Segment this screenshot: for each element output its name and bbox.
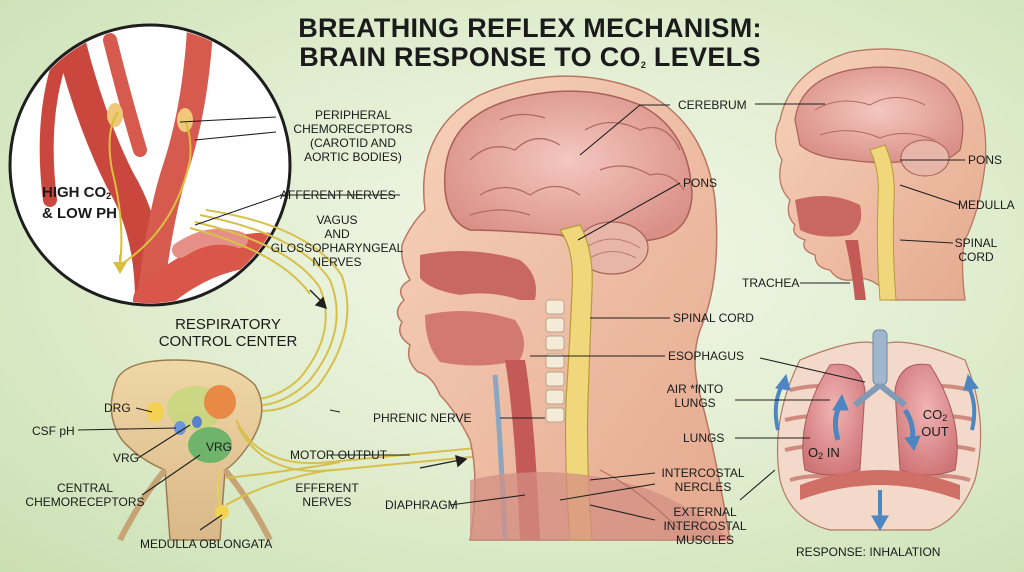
afferent-nerves-label: AFFERENT NERVES — [280, 188, 396, 202]
spinal-cord-label-right: SPINAL CORD — [948, 236, 1004, 264]
high-co2-subscript: 2 — [106, 191, 112, 201]
medulla-oblongata-label: MEDULLA OBLONGATA — [140, 537, 273, 551]
trachea-label: TRACHEA — [742, 276, 800, 290]
lungs-label: LUNGS — [683, 431, 725, 445]
efferent-line-1: EFFERENT — [295, 481, 359, 495]
phrenic-nerve-label: PHRENIC NERVE — [373, 411, 472, 425]
intercostal-nercles-label: INTERCOSTAL NERCLES — [658, 466, 748, 494]
o2-subscript: 2 — [818, 451, 824, 461]
co2-subscript: 2 — [942, 413, 948, 423]
peripheral-chemoreceptors-label: PERIPHERAL CHEMORECEPTORS (CAROTID AND A… — [278, 108, 428, 164]
respiratory-control-center-label: RESPIRATORY CONTROL CENTER — [148, 316, 308, 350]
air-into-lungs-label: AIR *INTO LUNGS — [655, 382, 735, 410]
flow-arrows — [309, 289, 468, 469]
high-co2-line: HIGH CO2 — [42, 184, 117, 205]
co2-text: CO — [922, 407, 943, 422]
title-line-1: BREATHING REFLEX MECHANISM: — [298, 13, 762, 43]
response-inhalation-label: RESPONSE: INHALATION — [796, 545, 941, 559]
title-line-2-suffix: LEVELS — [646, 42, 761, 72]
intercostal-line-2: NERCLES — [674, 480, 732, 494]
external-line-2: INTERCOSTAL — [663, 519, 747, 533]
o2-text: O — [808, 445, 819, 460]
vrg-label-left: VRG — [113, 451, 140, 465]
afferent-nerve-bundle — [189, 209, 349, 412]
pons-label-right: PONS — [968, 153, 1003, 167]
diaphragm-label: DIAPHRAGM — [385, 498, 458, 512]
efferent-nerves-label: EFFERENT NERVES — [282, 481, 372, 509]
cerebrum-label: CEREBRUM — [678, 98, 747, 112]
rcc-line-2: CONTROL CENTER — [158, 333, 298, 350]
peripheral-line-4: AORTIC BODIES) — [304, 150, 402, 164]
out-text: OUT — [921, 424, 949, 439]
title-line-2: BRAIN RESPONSE TO CO2 LEVELS — [250, 43, 810, 80]
medulla-label-right: MEDULLA — [958, 198, 1015, 212]
central-line-2: CHEMORECEPTORS — [25, 495, 145, 509]
csf-ph-label: CSF pH — [32, 424, 75, 438]
spinal-right-line-1: SPINAL — [954, 236, 998, 250]
high-co2-text: HIGH CO — [42, 184, 107, 201]
air-line-1: AIR *INTO — [666, 382, 724, 396]
drg-label: DRG — [104, 401, 131, 415]
co2-out-label: CO2 OUT — [910, 408, 960, 439]
peripheral-line-2: CHEMORECEPTORS — [293, 122, 413, 136]
center-head — [396, 75, 731, 541]
central-chemoreceptors-label: CENTRAL CHEMORECEPTORS — [20, 481, 150, 509]
title-line-2-text: BRAIN RESPONSE TO CO — [299, 42, 641, 72]
efferent-line-2: NERVES — [302, 495, 352, 509]
rcc-line-1: RESPIRATORY — [175, 316, 281, 333]
external-line-3: MUSCLES — [675, 533, 734, 547]
high-co2-label: HIGH CO2 & LOW pH — [42, 184, 117, 222]
air-line-2: LUNGS — [674, 396, 716, 410]
esophagus-label: ESOPHAGUS — [668, 349, 745, 363]
motor-output-label: MOTOR OUTPUT — [290, 448, 388, 462]
page-title: BREATHING REFLEX MECHANISM: BRAIN RESPON… — [250, 14, 810, 80]
vagus-line-3: GLOSSOPHARYNGEAL — [270, 241, 404, 255]
in-text: IN — [823, 445, 840, 460]
co2-out-line-1: CO2 — [910, 408, 960, 425]
peripheral-line-3: (CAROTID AND — [309, 136, 396, 150]
low-ph-text: & LOW pH — [42, 205, 117, 222]
right-head — [774, 48, 987, 301]
central-line-1: CENTRAL — [56, 481, 113, 495]
vrg-label-center: VRG — [206, 440, 233, 454]
intercostal-line-1: INTERCOSTAL — [661, 466, 745, 480]
spinal-cord-label-center: SPINAL CORD — [673, 311, 754, 325]
vagus-nerves-label: VAGUS AND GLOSSOPHARYNGEAL NERVES — [262, 213, 412, 269]
vagus-line-1: VAGUS — [316, 213, 358, 227]
external-line-1: EXTERNAL — [673, 505, 737, 519]
vagus-line-4: NERVES — [312, 255, 362, 269]
title-subscript: 2 — [640, 60, 647, 70]
external-intercostal-muscles-label: EXTERNAL INTERCOSTAL MUSCLES — [660, 505, 750, 547]
carotid-inset — [8, 23, 292, 307]
spinal-right-line-2: CORD — [958, 250, 994, 264]
lungs-illustration — [773, 329, 982, 532]
leader-lines — [77, 103, 965, 531]
peripheral-line-1: PERIPHERAL — [314, 108, 392, 122]
medulla-diagram — [110, 359, 273, 542]
o2-in-label: O2 IN — [808, 446, 840, 463]
pons-label-center: PONS — [683, 176, 718, 190]
vagus-line-2: AND — [324, 227, 350, 241]
